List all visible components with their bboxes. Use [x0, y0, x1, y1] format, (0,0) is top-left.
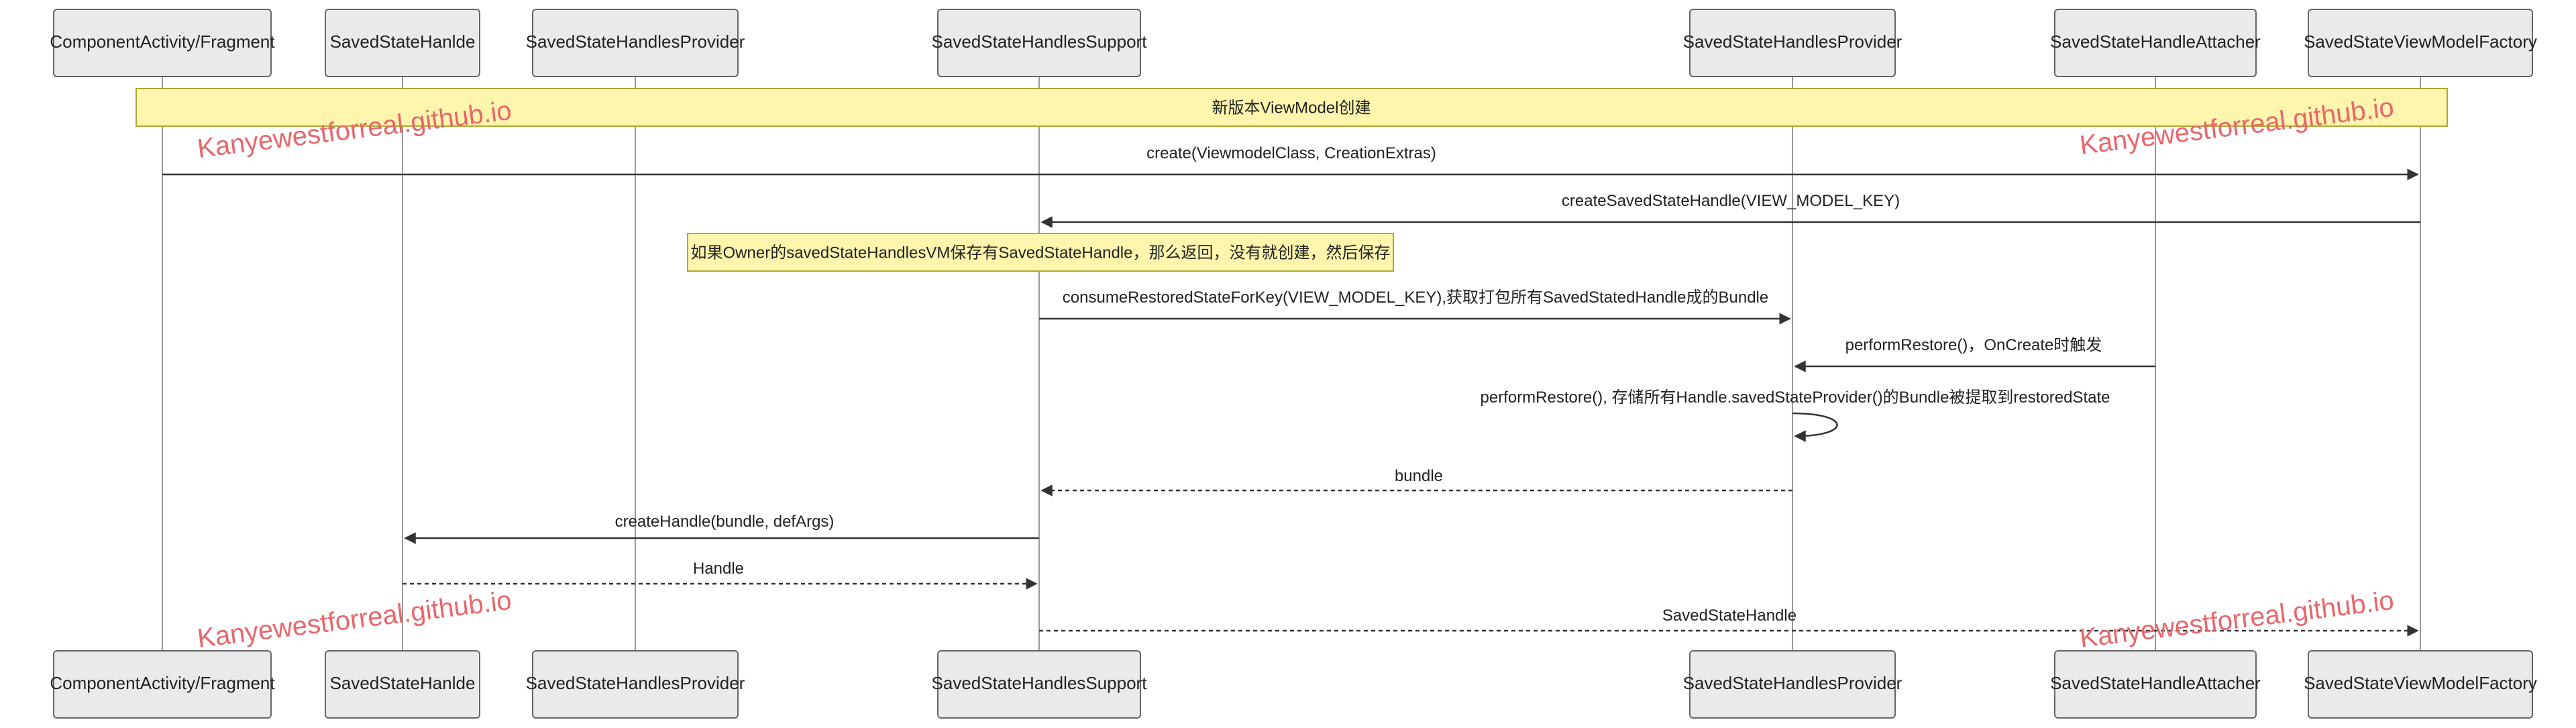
note-support: 如果Owner的savedStateHandlesVM保存有SavedState… — [687, 233, 1394, 272]
actor-box: SavedStateHandlesProvider — [1683, 650, 1902, 719]
actor-box: SavedStateHandlesProvider — [526, 650, 745, 719]
actor-label: SavedStateViewModelFactory — [2304, 673, 2537, 693]
message: create(ViewmodelClass, CreationExtras) — [162, 144, 2419, 180]
actor-label: SavedStateHandlesProvider — [526, 673, 745, 693]
message: consumeRestoredStateForKey(VIEW_MODEL_KE… — [1039, 289, 1791, 325]
actor-label: ComponentActivity/Fragment — [50, 32, 275, 52]
actor-box: SavedStateHandlesSupport — [932, 650, 1148, 719]
actor-label: SavedStateHandlesProvider — [526, 32, 745, 52]
note-text: 新版本ViewModel创建 — [1212, 99, 1371, 117]
actor-label: SavedStateHandleAttacher — [2050, 673, 2261, 693]
watermark: Kanyewestforreal.github.io — [196, 586, 513, 654]
message-return: bundle — [1040, 467, 1792, 497]
actor-box: ComponentActivity/Fragment — [50, 9, 275, 77]
message-label: Handle — [693, 560, 744, 578]
actors-bottom: ComponentActivity/Fragment SavedStateHan… — [50, 650, 2537, 719]
actor-label: ComponentActivity/Fragment — [50, 673, 275, 693]
actor-box: SavedStateHandleAttacher — [2050, 9, 2261, 77]
message-return: SavedStateHandle — [1039, 607, 2419, 637]
message: createHandle(bundle, defArgs) — [404, 513, 1039, 544]
actor-box: SavedStateHandlesProvider — [526, 9, 745, 77]
actor-box: ComponentActivity/Fragment — [50, 650, 275, 719]
lifelines — [162, 76, 2421, 651]
watermark: Kanyewestforreal.github.io — [2078, 586, 2396, 654]
message: createSavedStateHandle(VIEW_MODEL_KEY) — [1040, 192, 2420, 228]
actor-label: SavedStateHandlesProvider — [1683, 32, 1902, 52]
message-label: createHandle(bundle, defArgs) — [615, 513, 835, 531]
message-label: performRestore(), 存储所有Handle.savedStateP… — [1480, 388, 2110, 407]
actor-label: SavedStateHandlesSupport — [932, 673, 1148, 693]
message-label: SavedStateHandle — [1662, 607, 1796, 625]
actor-box: SavedStateHandlesSupport — [932, 9, 1148, 77]
actor-box: SavedStateViewModelFactory — [2304, 650, 2537, 719]
actor-label: SavedStateHandleAttacher — [2050, 32, 2261, 52]
message-label: consumeRestoredStateForKey(VIEW_MODEL_KE… — [1063, 289, 1768, 307]
actor-label: SavedStateHanlde — [330, 32, 476, 52]
message-return: Handle — [402, 560, 1038, 590]
message-self: performRestore(), 存储所有Handle.savedStateP… — [1480, 388, 2110, 442]
actor-label: SavedStateHanlde — [330, 673, 476, 693]
actor-box: SavedStateHanlde — [325, 650, 480, 719]
actor-box: SavedStateHandlesProvider — [1683, 9, 1902, 77]
message-label: performRestore()，OnCreate时触发 — [1845, 336, 2102, 354]
note-text: 如果Owner的savedStateHandlesVM保存有SavedState… — [691, 244, 1391, 262]
message-label: bundle — [1395, 467, 1443, 485]
actor-box: SavedStateViewModelFactory — [2304, 9, 2537, 77]
actor-label: SavedStateHandlesProvider — [1683, 673, 1902, 693]
message-label: create(ViewmodelClass, CreationExtras) — [1146, 144, 1436, 162]
note-banner: 新版本ViewModel创建 — [136, 88, 2448, 127]
watermarks: Kanyewestforreal.github.io Kanyewestforr… — [196, 93, 2396, 654]
actor-box: SavedStateHanlde — [325, 9, 480, 77]
actor-box: SavedStateHandleAttacher — [2050, 650, 2261, 719]
message-label: createSavedStateHandle(VIEW_MODEL_KEY) — [1562, 192, 1900, 210]
actor-label: SavedStateViewModelFactory — [2304, 32, 2537, 52]
message: performRestore()，OnCreate时触发 — [1794, 336, 2155, 372]
actors-top: ComponentActivity/Fragment SavedStateHan… — [50, 9, 2537, 77]
actor-label: SavedStateHandlesSupport — [932, 32, 1148, 52]
